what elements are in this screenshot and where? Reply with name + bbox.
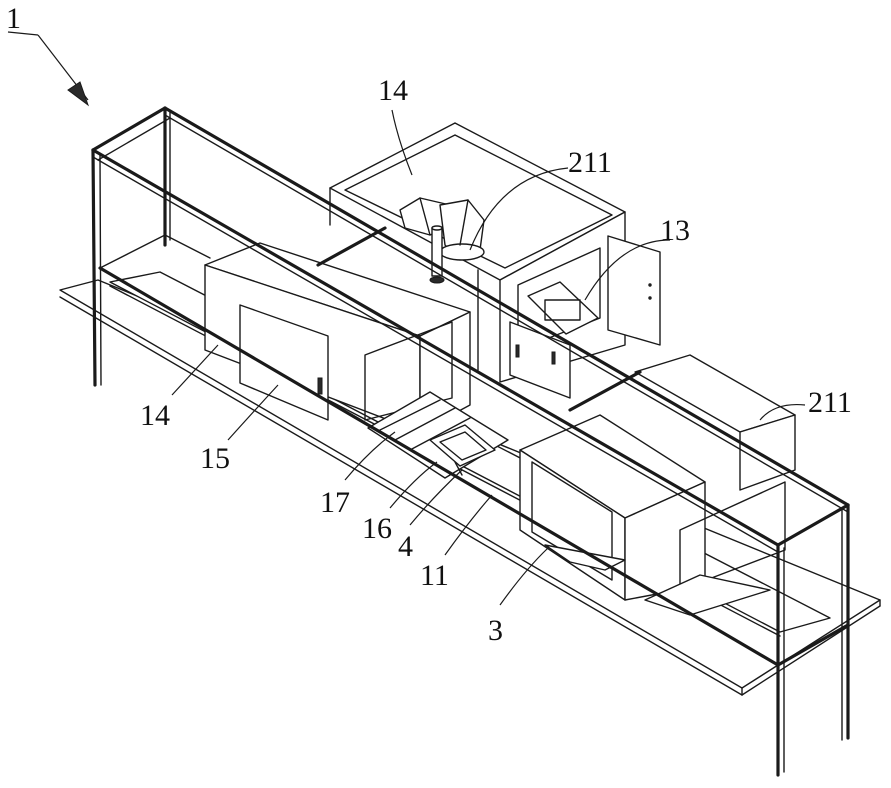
label-4: 4 <box>398 530 413 563</box>
label-14-top: 14 <box>378 74 408 107</box>
label-211-top: 211 <box>568 146 612 179</box>
camera-top <box>430 226 444 283</box>
label-1: 1 <box>6 2 21 35</box>
label-14-left: 14 <box>140 399 170 432</box>
label-11: 11 <box>420 559 449 592</box>
label-211-right: 211 <box>808 386 852 419</box>
label-13: 13 <box>660 214 690 247</box>
label-3: 3 <box>488 614 503 647</box>
label-15: 15 <box>200 442 230 475</box>
label-16: 16 <box>362 512 392 545</box>
arrow-head <box>68 82 88 105</box>
label-17: 17 <box>320 486 350 519</box>
